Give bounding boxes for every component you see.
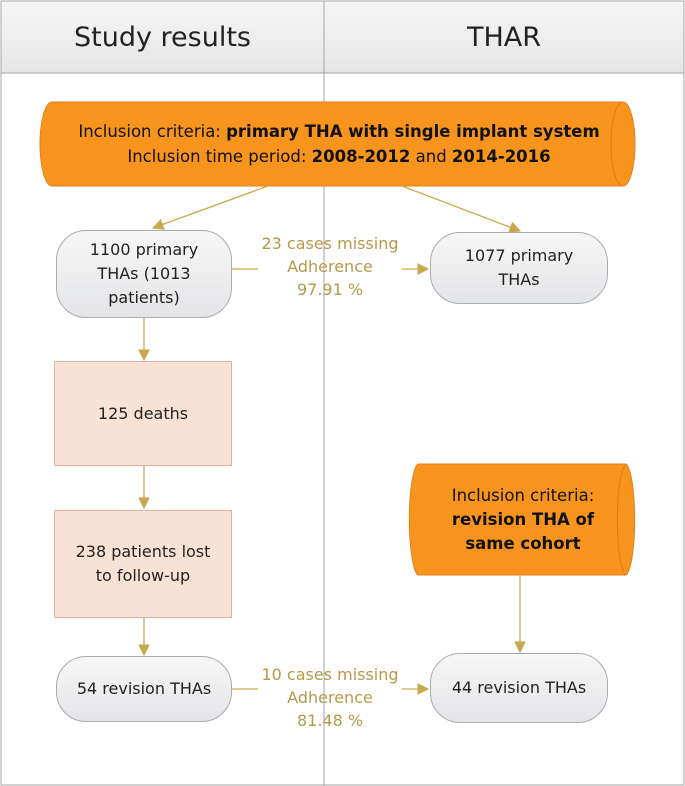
column-header-thar: THAR bbox=[466, 21, 542, 53]
node-revision-thar: 44 revision THAs bbox=[430, 653, 608, 723]
period-value-b: 2014-2016 bbox=[451, 147, 551, 166]
node-lost-line1: 238 patients lost bbox=[75, 542, 211, 561]
criteria-value: primary THA with single implant system bbox=[226, 122, 600, 141]
period-label: Inclusion time period: bbox=[127, 147, 307, 166]
banner-right-text: Inclusion criteria: revision THA of same… bbox=[410, 464, 636, 575]
node-primary-study-line2: THAs (1013 bbox=[97, 264, 191, 283]
period-value-a: 2008-2012 bbox=[311, 147, 411, 166]
criteria-label: Inclusion criteria: bbox=[78, 122, 221, 141]
edge-label-primary-percent: 97.91 % bbox=[296, 280, 364, 299]
node-lost-follow-up: 238 patients lost to follow-up bbox=[54, 510, 232, 618]
arrow-banner-to-primary-study bbox=[151, 185, 269, 230]
node-revision-thar-label: 44 revision THAs bbox=[451, 678, 587, 697]
node-primary-study: 1100 primary THAs (1013 patients) bbox=[56, 230, 232, 318]
node-primary-thar: 1077 primary THAs bbox=[430, 232, 608, 304]
edge-label-primary: 23 cases missing Adherence 97.91 % bbox=[240, 232, 420, 301]
edge-label-primary-missing: 23 cases missing bbox=[261, 234, 399, 253]
banner-top-end bbox=[610, 101, 624, 187]
edge-label-revision-percent: 81.48 % bbox=[296, 711, 364, 730]
header-right-bg bbox=[323, 0, 685, 74]
column-header-study: Study results bbox=[74, 21, 251, 53]
edge-label-primary-adherence: Adherence bbox=[287, 257, 373, 276]
node-primary-study-line3: patients) bbox=[108, 288, 180, 307]
banner-right-end bbox=[616, 463, 627, 576]
node-primary-thar-line2: THAs bbox=[498, 270, 540, 289]
header-left-bg bbox=[0, 0, 325, 74]
edge-label-revision-adherence: Adherence bbox=[287, 688, 373, 707]
revision-criteria-value-1: revision THA of bbox=[451, 509, 595, 529]
arrow-banner-to-primary-thar bbox=[401, 185, 522, 233]
banner-top-text: Inclusion criteria: primary THA with sin… bbox=[44, 102, 634, 186]
node-revision-study: 54 revision THAs bbox=[56, 656, 232, 722]
revision-criteria-label: Inclusion criteria: bbox=[451, 485, 595, 505]
node-deaths-label: 125 deaths bbox=[97, 403, 189, 423]
node-deaths: 125 deaths bbox=[54, 361, 232, 466]
edge-label-revision: 10 cases missing Adherence 81.48 % bbox=[240, 663, 420, 732]
period-conjunction: and bbox=[415, 147, 447, 166]
revision-criteria-value-2: same cohort bbox=[465, 533, 581, 553]
node-revision-study-label: 54 revision THAs bbox=[76, 679, 212, 698]
node-lost-line2: to follow-up bbox=[95, 566, 191, 585]
node-primary-study-line1: 1100 primary bbox=[89, 240, 199, 259]
edge-label-revision-missing: 10 cases missing bbox=[261, 665, 399, 684]
banner-top-line1: Inclusion criteria: primary THA with sin… bbox=[78, 119, 599, 144]
banner-top-line2: Inclusion time period: 2008-2012 and 201… bbox=[127, 144, 550, 169]
node-primary-thar-line1: 1077 primary bbox=[464, 246, 574, 265]
